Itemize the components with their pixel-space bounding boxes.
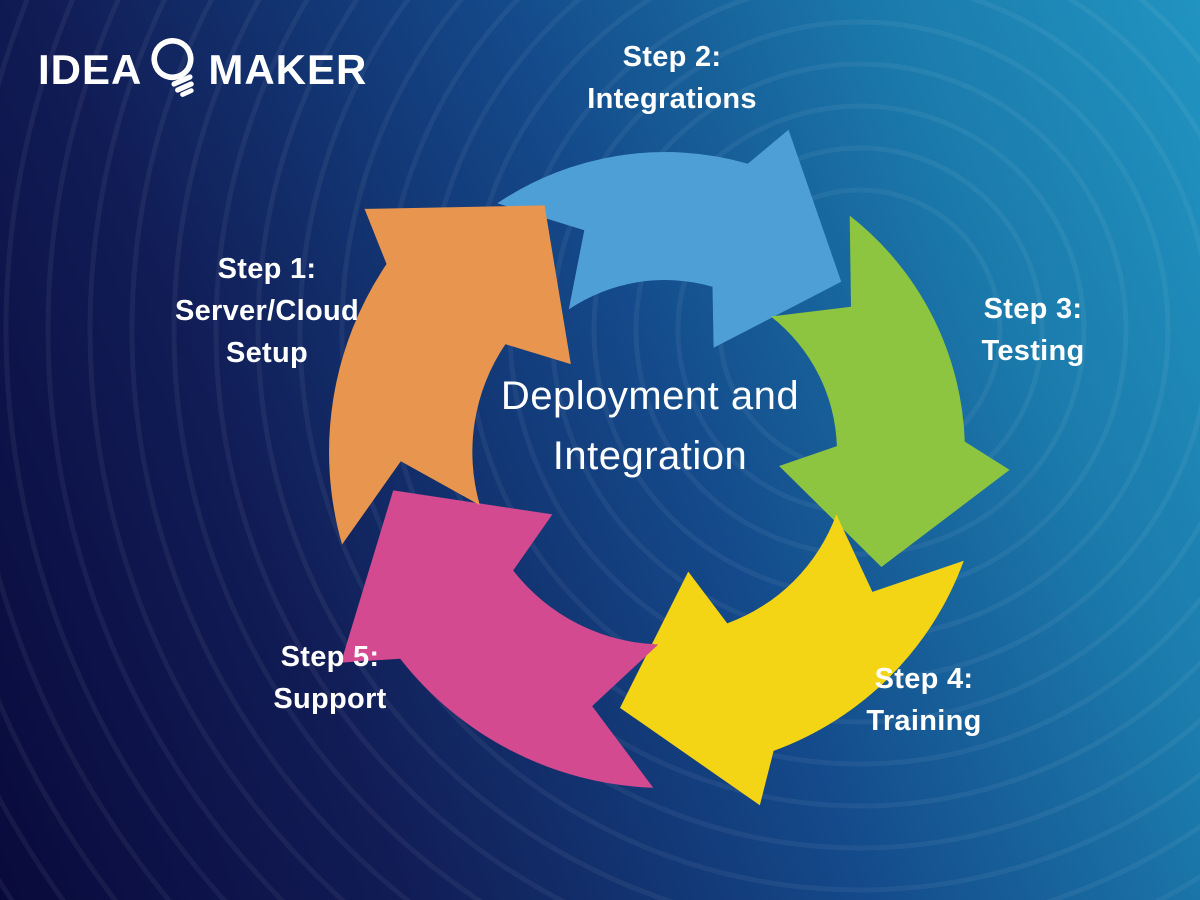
logo-word-left: IDEA	[38, 46, 143, 93]
label-step-4: Step 4: Training	[799, 658, 1049, 742]
step-4-number: Step 4:	[874, 663, 974, 695]
label-step-2: Step 2: Integrations	[472, 36, 872, 120]
step-2-number: Step 2:	[622, 41, 722, 73]
step-1-name: Server/Cloud	[174, 295, 360, 328]
lightbulb-icon	[151, 38, 195, 97]
step-3-name: Testing	[981, 335, 1085, 368]
step-1-name-line2: Setup	[225, 337, 309, 370]
label-step-1: Step 1: Server/Cloud Setup	[117, 248, 417, 374]
brand-logo: IDEA MAKER	[38, 38, 368, 100]
diagram-title: Deployment and Integration	[400, 366, 900, 486]
step-5-number: Step 5:	[280, 641, 380, 673]
step-1-number: Step 1:	[217, 253, 317, 285]
label-step-3: Step 3: Testing	[908, 288, 1158, 372]
label-step-5: Step 5: Support	[205, 636, 455, 720]
diagram-title-line2: Integration	[552, 434, 748, 478]
diagram-title-line1: Deployment and	[500, 374, 800, 418]
logo-word-right: MAKER	[208, 46, 368, 93]
step-5-name: Support	[273, 683, 387, 716]
step-4-name: Training	[866, 705, 982, 738]
step-3-number: Step 3:	[983, 293, 1083, 325]
step-2-name: Integrations	[587, 83, 757, 116]
